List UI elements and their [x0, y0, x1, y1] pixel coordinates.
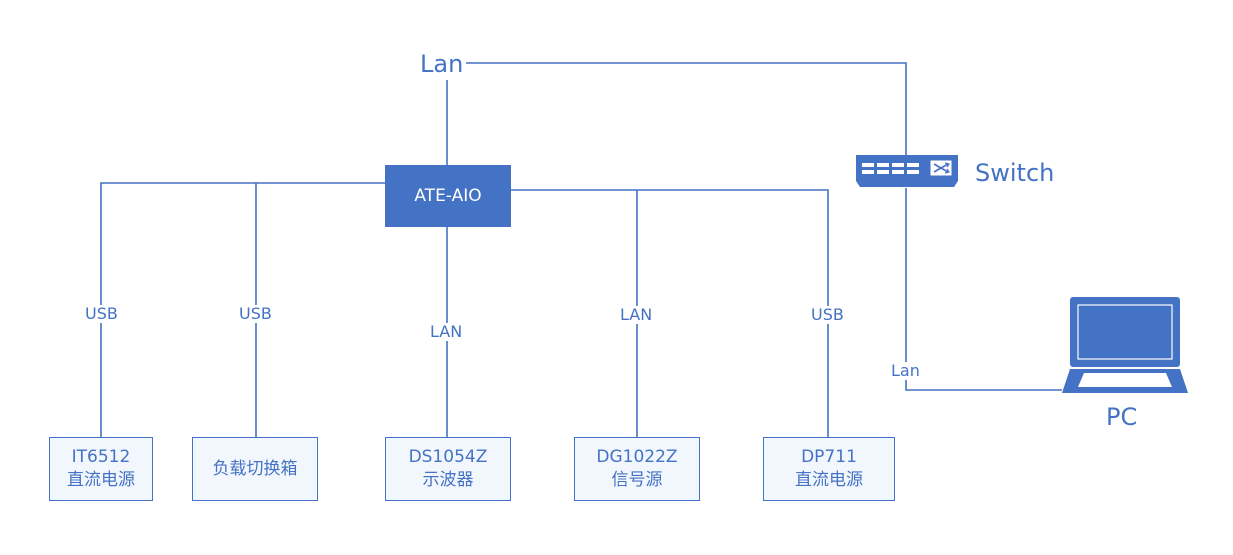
device-type: 示波器: [422, 470, 474, 490]
label-mask: [619, 306, 655, 324]
device-type: 直流电源: [795, 470, 863, 490]
label-mask: [84, 305, 120, 323]
label-mask: [890, 362, 922, 380]
label-mask: [429, 323, 465, 341]
line-lan-to-switch: [466, 62, 907, 155]
line-switch-to-pc: [905, 188, 1062, 391]
device-model: DS1054Z: [408, 447, 488, 468]
line-right-bus: [511, 189, 829, 437]
device-model: DG1022Z: [596, 447, 678, 468]
device-model: IT6512: [71, 447, 131, 468]
device-dg1022z: DG1022Z 信号源: [574, 437, 700, 501]
hub-label: ATE-AIO: [414, 186, 482, 206]
link-label: LAN: [620, 305, 653, 324]
device-model: DP711: [801, 447, 857, 468]
ate-aio-hub: ATE-AIO: [385, 165, 511, 227]
link-label: USB: [811, 305, 844, 324]
label-mask: [810, 306, 846, 324]
network-switch-icon: [856, 155, 958, 187]
device-it6512: IT6512 直流电源: [49, 437, 153, 501]
lan-top-label: Lan: [420, 50, 464, 78]
device-load-switch-box: 负载切换箱: [192, 437, 318, 501]
device-model: 负载切换箱: [212, 458, 298, 479]
label-mask: [238, 305, 274, 323]
laptop-icon: [1062, 297, 1188, 393]
switch-label: Switch: [975, 159, 1055, 187]
device-ds1054z: DS1054Z 示波器: [385, 437, 511, 501]
link-label: LAN: [430, 322, 463, 341]
line-left-bus: [100, 182, 385, 437]
pc-label: PC: [1106, 403, 1138, 431]
link-label: USB: [239, 304, 272, 323]
device-type: 信号源: [611, 470, 663, 490]
link-label: USB: [85, 304, 118, 323]
device-type: 直流电源: [67, 470, 135, 490]
device-dp711: DP711 直流电源: [763, 437, 895, 501]
pc-link-label: Lan: [891, 361, 920, 380]
